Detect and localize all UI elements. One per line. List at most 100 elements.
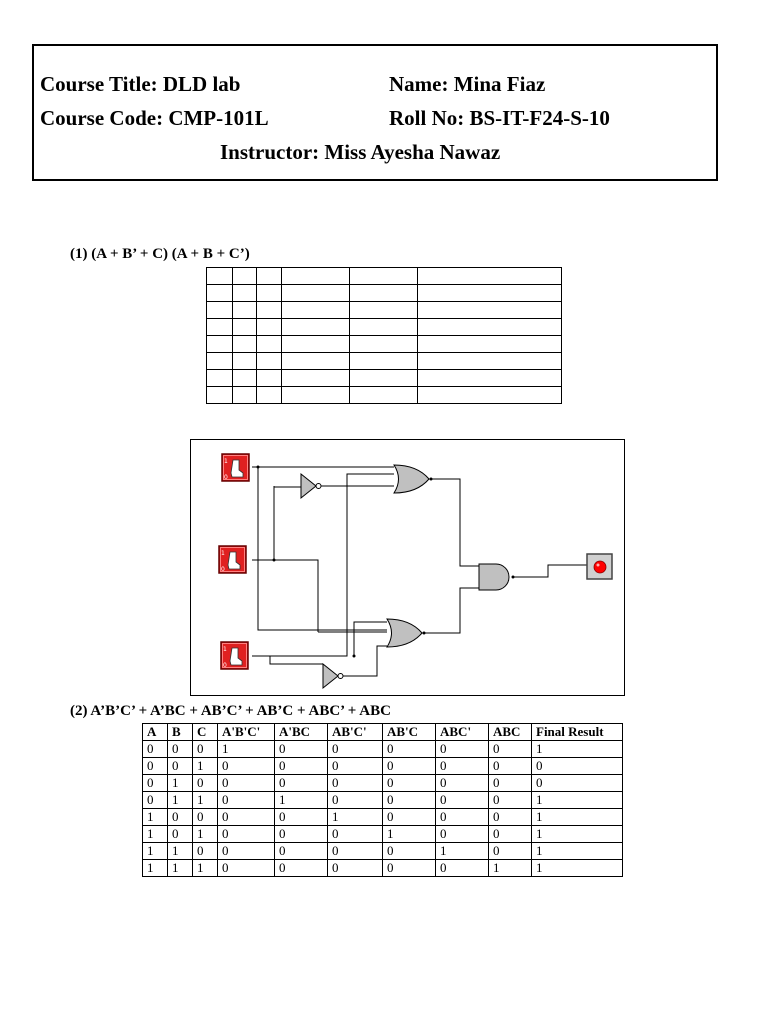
output-led [586,553,613,580]
table-cell: 0 [382,791,436,809]
table-cell: 1 [142,808,168,826]
table-cell: 1 [217,740,275,758]
table-cell: 0 [435,740,489,758]
table-cell [281,267,350,285]
column-header: ABC' [435,723,489,741]
table-cell: 0 [382,757,436,775]
table-cell: 0 [192,774,218,792]
table-cell: 0 [142,740,168,758]
table-cell [349,352,418,370]
table-cell [232,386,257,404]
table-cell [349,284,418,302]
table-cell: 0 [382,842,436,860]
wire-junctions [256,465,515,658]
table-row [206,369,562,387]
table-cell: 1 [167,859,193,877]
table-cell: 0 [327,774,383,792]
table-cell: 1 [167,774,193,792]
table-cell [256,318,282,336]
table-cell: 0 [142,757,168,775]
table-cell: 0 [488,774,532,792]
course-title: Course Title: DLD lab [40,72,241,96]
input-switch-a[interactable] [221,453,250,482]
table-cell: 1 [167,842,193,860]
table-cell: 0 [274,859,328,877]
table-cell: 1 [531,740,623,758]
table-cell: 1 [531,859,623,877]
table-cell [232,318,257,336]
table-cell: 1 [142,859,168,877]
table-cell: 0 [327,740,383,758]
truth-table-1-empty [206,267,562,404]
table-cell: 0 [217,791,275,809]
table-cell: 1 [142,825,168,843]
table-cell: 0 [217,808,275,826]
table-cell: 0 [488,791,532,809]
column-header: A [142,723,168,741]
table-cell: 1 [531,808,623,826]
table-row [206,301,562,319]
table-cell [256,301,282,319]
table-cell [281,301,350,319]
table-cell: 0 [192,842,218,860]
table-cell: 0 [488,842,532,860]
table-cell: 0 [167,808,193,826]
table-cell: 0 [435,791,489,809]
table-cell [232,301,257,319]
table-cell: 0 [274,842,328,860]
table-cell [417,301,562,319]
table-cell [232,369,257,387]
column-header: A'B'C' [217,723,275,741]
instructor: Instructor: Miss Ayesha Nawaz [220,140,501,164]
table-cell [281,369,350,387]
table-cell: 0 [274,757,328,775]
table-cell [256,284,282,302]
table-cell: 0 [192,808,218,826]
table-cell [349,369,418,387]
table-cell: 0 [435,808,489,826]
input-switch-b[interactable] [218,545,247,574]
table-cell: 1 [192,757,218,775]
table-cell: 0 [382,808,436,826]
table-cell: 0 [192,740,218,758]
table-cell [349,267,418,285]
table-cell [232,335,257,353]
table-cell [256,369,282,387]
table-cell [281,284,350,302]
table-cell: 0 [274,740,328,758]
table-cell [232,352,257,370]
table-cell [256,352,282,370]
table-cell: 0 [435,774,489,792]
table-cell [232,267,257,285]
table-cell: 0 [274,808,328,826]
table-cell: 0 [217,859,275,877]
not-gate-1 [300,472,322,500]
table-cell: 0 [382,859,436,877]
table-cell [417,369,562,387]
table-cell [256,386,282,404]
table-cell: 1 [531,842,623,860]
table-row [206,386,562,404]
table-cell: 1 [435,842,489,860]
table-cell: 1 [167,791,193,809]
and-gate [478,563,510,591]
question-2-title: (2) A’B’C’ + A’BC + AB’C’ + AB’C + ABC’ … [70,703,391,719]
or-gate-1 [393,464,430,494]
table-row [206,335,562,353]
table-cell: 0 [167,757,193,775]
table-cell: 1 [192,859,218,877]
student-name: Name: Mina Fiaz [389,72,546,96]
table-cell [349,301,418,319]
table-cell [206,301,233,319]
table-cell [417,284,562,302]
table-cell [206,284,233,302]
input-switch-c[interactable] [220,641,249,670]
table-cell: 1 [142,842,168,860]
